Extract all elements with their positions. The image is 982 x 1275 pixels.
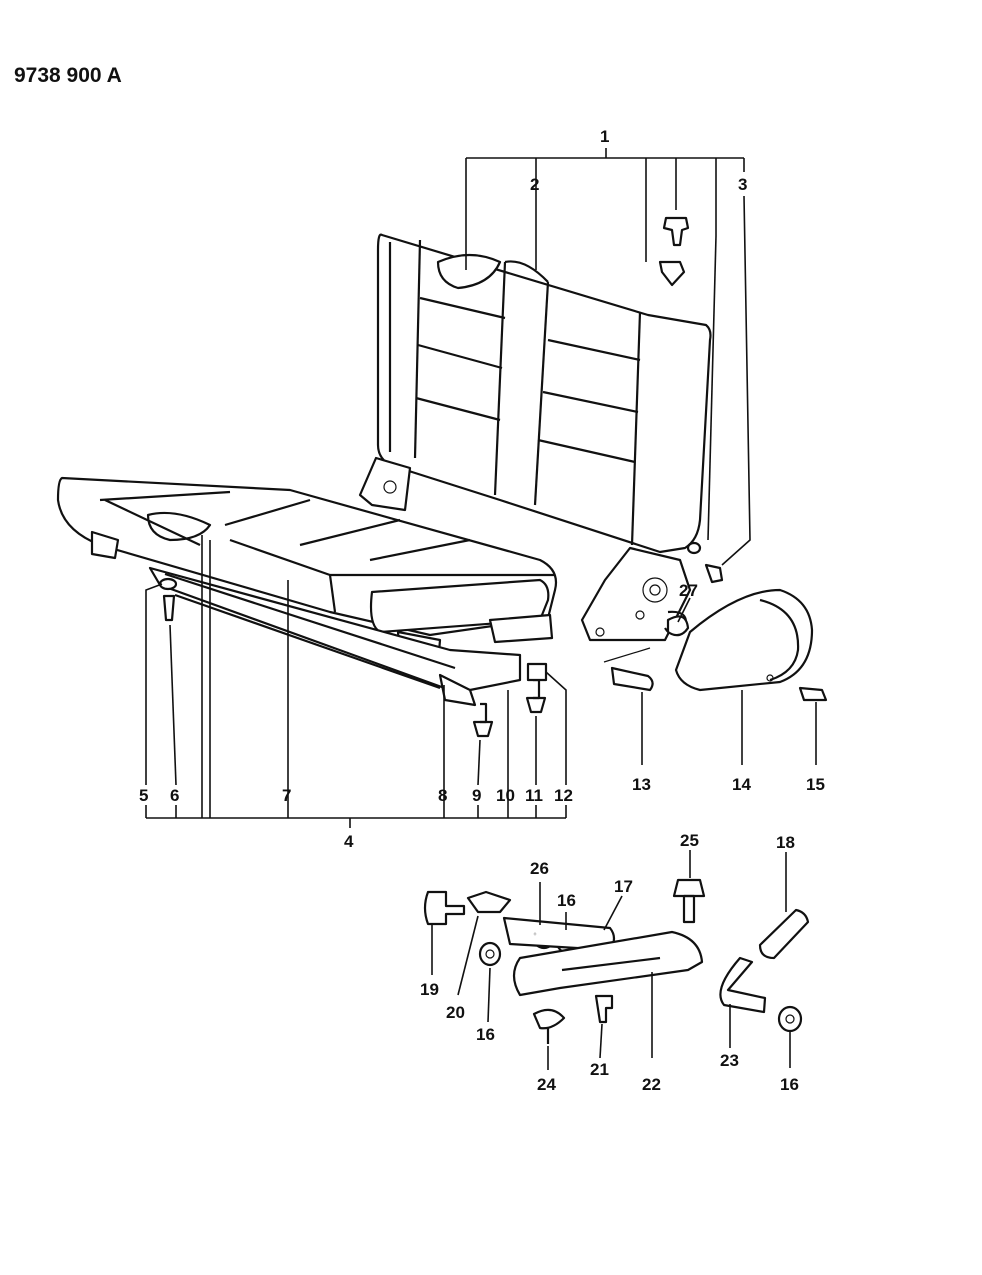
leader-lines [145,148,817,1070]
callout-2: 2 [530,175,539,194]
callout-27: 27 [679,581,698,600]
hinge-cover [674,588,814,692]
callout-16a: 16 [476,1025,495,1044]
callout-6: 6 [170,786,179,805]
callout-12: 12 [554,786,573,805]
callout-20: 20 [446,1003,465,1022]
callout-7: 7 [282,786,291,805]
callouts: 1 2 3 4 5 6 7 8 9 10 11 12 13 14 15 27 2… [139,127,825,1094]
callout-14: 14 [732,775,751,794]
callout-13: 13 [632,775,651,794]
callout-22: 22 [642,1075,661,1094]
callout-10: 10 [496,786,515,805]
recliner-parts [423,878,810,1044]
callout-18: 18 [776,833,795,852]
callout-4: 4 [344,832,354,851]
diagram-code: 9738 900 A [14,64,122,87]
seat-back [358,233,712,554]
callout-11: 11 [525,786,543,805]
callout-16c: 16 [780,1075,799,1094]
callout-3: 3 [738,175,747,194]
callout-16b: 16 [557,891,576,910]
callout-15: 15 [806,775,825,794]
callout-21: 21 [590,1060,609,1079]
callout-24: 24 [537,1075,556,1094]
callout-19: 19 [420,980,439,999]
callout-25: 25 [680,831,699,850]
callout-23: 23 [720,1051,739,1070]
callout-17: 17 [614,877,633,896]
callout-26: 26 [530,859,549,878]
seat-frame [148,566,522,707]
callout-8: 8 [438,786,447,805]
callout-9: 9 [472,786,481,805]
callout-5: 5 [139,786,148,805]
callout-1: 1 [600,127,609,146]
